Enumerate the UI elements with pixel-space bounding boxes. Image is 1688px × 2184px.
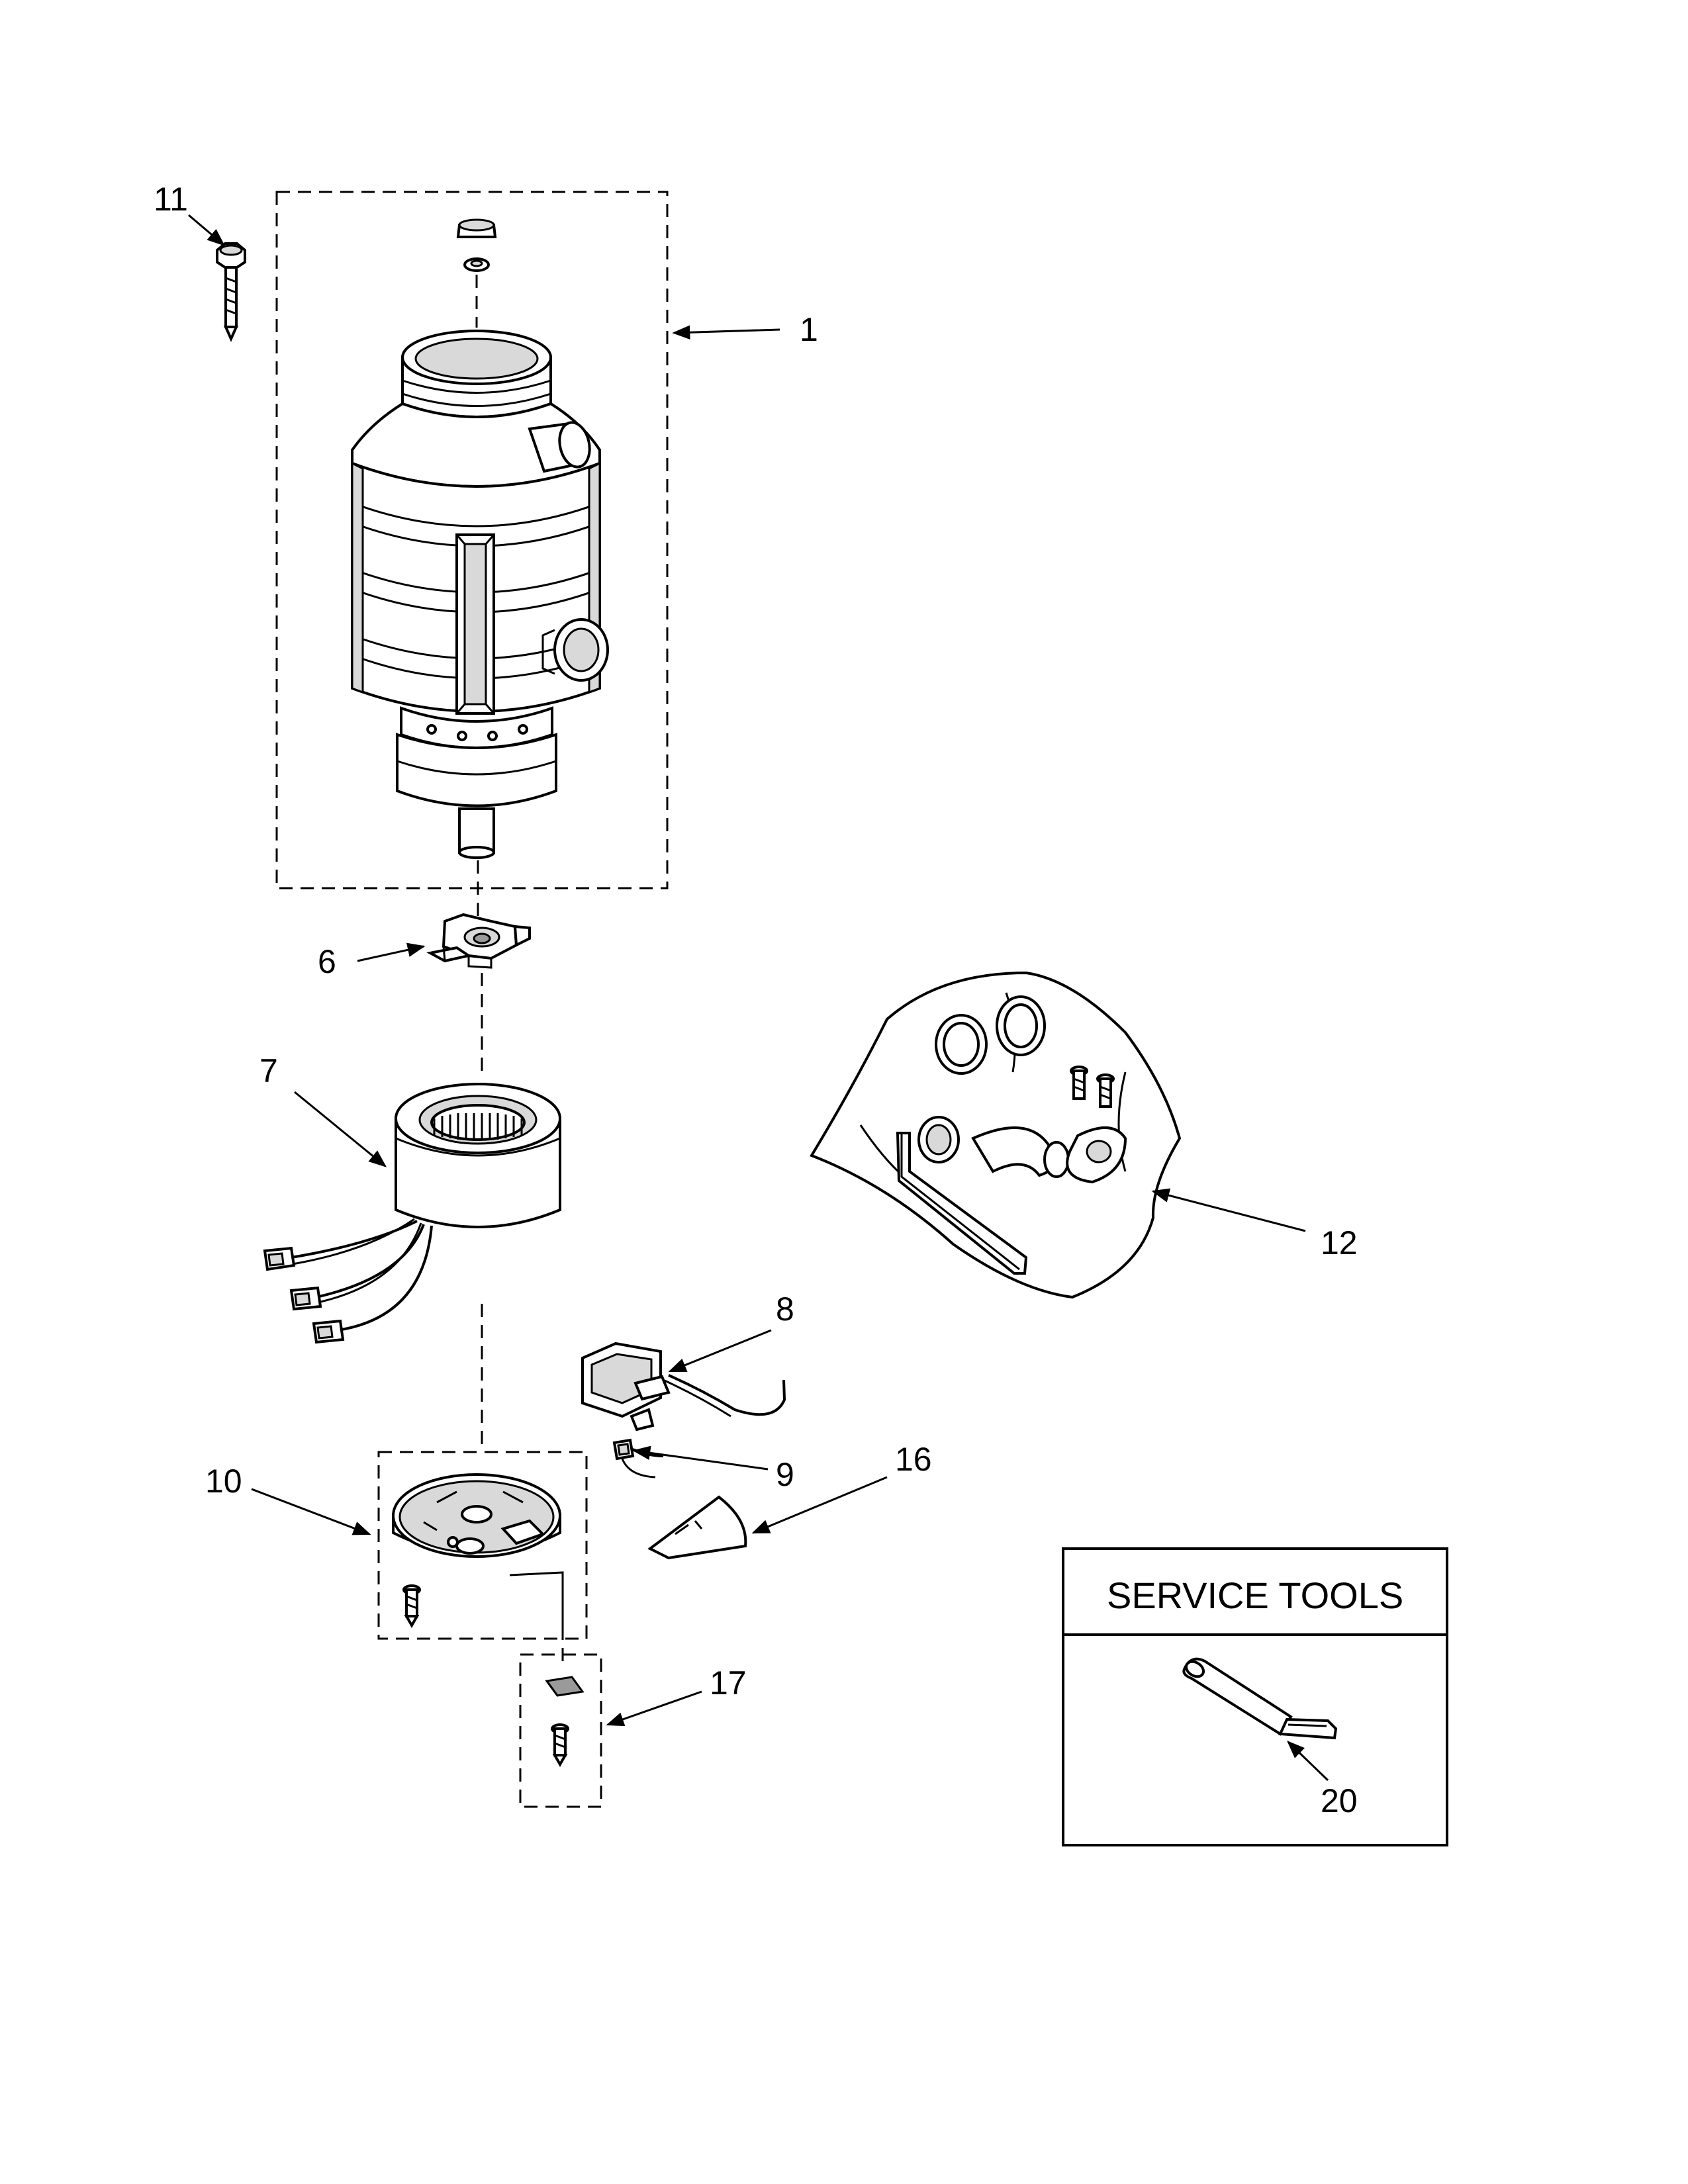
part-16-deflector [647, 1495, 747, 1560]
leader-17 [606, 1690, 702, 1727]
part-9-connector [612, 1438, 664, 1479]
leader-11 [188, 214, 226, 246]
part-6-coupler [426, 913, 531, 969]
part-10-mounting-plate [392, 1473, 564, 1661]
leader-6 [357, 942, 426, 962]
callout-1: 1 [800, 311, 818, 348]
callout-20: 20 [1321, 1782, 1358, 1819]
callout-16: 16 [895, 1441, 932, 1478]
part-17-group-box [519, 1653, 602, 1808]
part-8-switch [581, 1342, 786, 1432]
part-10-group-box [377, 1451, 588, 1640]
part-1-housing-assembly [351, 218, 609, 859]
callout-10: 10 [205, 1463, 242, 1500]
callout-12: 12 [1321, 1224, 1358, 1261]
leader-10 [251, 1488, 371, 1535]
leader-16 [751, 1476, 888, 1534]
leader-7 [294, 1091, 387, 1167]
callout-6: 6 [318, 943, 336, 980]
leader-9 [632, 1445, 769, 1471]
callout-8: 8 [776, 1291, 794, 1328]
leader-12 [1151, 1188, 1306, 1232]
leader-20 [1287, 1741, 1329, 1782]
part-11-screw [216, 242, 246, 342]
service-tools-title: SERVICE TOOLS [1107, 1574, 1403, 1616]
service-tools-box [1062, 1547, 1448, 1846]
leader-8 [668, 1329, 772, 1373]
callout-9: 9 [776, 1456, 794, 1493]
part-7-stator [263, 1083, 561, 1344]
callout-7: 7 [259, 1052, 278, 1089]
callout-17: 17 [710, 1664, 747, 1702]
part-17-pad-and-screw [545, 1676, 585, 1768]
callout-11: 11 [154, 181, 188, 218]
part-1-group-box [275, 191, 669, 889]
part-12-installation-kit [810, 971, 1182, 1299]
part-20-wrench-tool [1182, 1657, 1338, 1740]
leader-1 [672, 325, 780, 340]
